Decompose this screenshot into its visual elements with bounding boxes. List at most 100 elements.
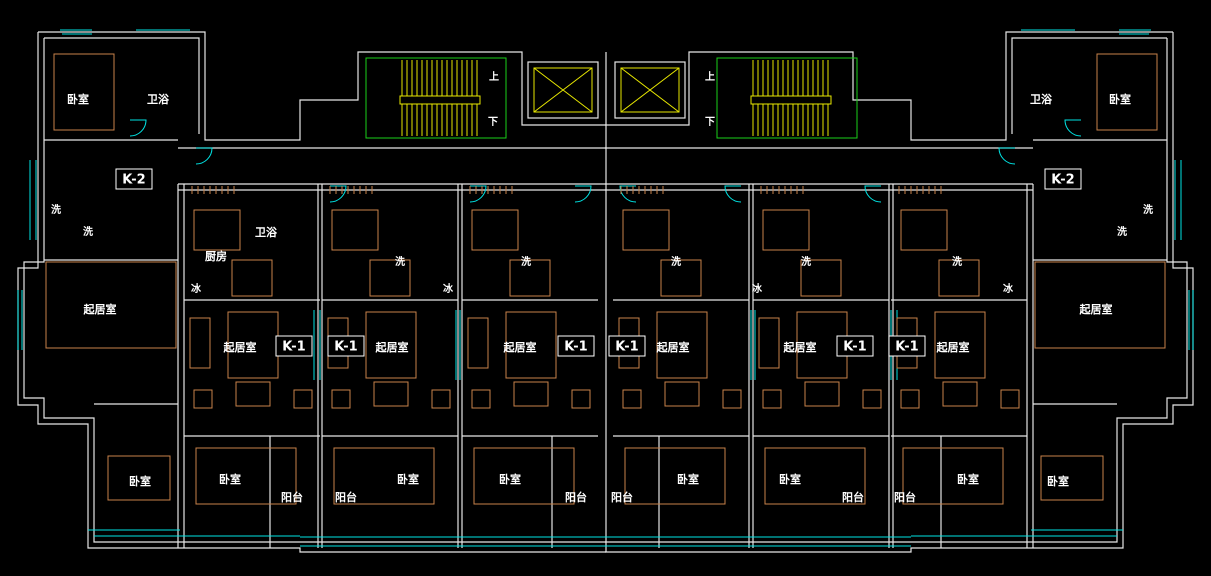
kitchen-counter: [762, 209, 810, 251]
side-table: [331, 389, 351, 409]
room-label: 阳台: [842, 490, 864, 504]
room-label: 起居室: [1079, 302, 1113, 316]
room-label: 阳台: [281, 490, 303, 504]
stair-well: [365, 57, 507, 139]
bed: [1040, 455, 1104, 501]
elevator-cab: [620, 67, 680, 113]
fixture-label: 洗: [952, 255, 962, 268]
fixture-label: 冰: [1003, 282, 1014, 295]
bed: [53, 53, 115, 131]
room-label: 卧室: [957, 472, 979, 486]
stair-label: 上: [705, 70, 715, 83]
unit-tag: K-1: [895, 340, 918, 355]
bed: [333, 447, 435, 505]
room-label: 卧室: [1109, 92, 1131, 106]
washer: [660, 259, 702, 297]
kitchen-counter: [471, 209, 519, 251]
inner-wall: [44, 37, 200, 134]
side-table: [622, 389, 642, 409]
room-label: 卫浴: [147, 92, 170, 106]
room-label: 起居室: [656, 340, 690, 354]
armchair: [235, 381, 271, 407]
door-swing: [129, 119, 147, 137]
furniture-layer: [45, 53, 1166, 505]
outer-wall: [17, 32, 606, 553]
bed: [902, 447, 1004, 505]
room-label: 卧室: [129, 474, 151, 488]
fixture-label: 洗: [51, 203, 61, 216]
room-label: 卧室: [779, 472, 801, 486]
sofa: [758, 317, 780, 369]
room-label: 阳台: [894, 490, 916, 504]
unit-tag-box: [275, 335, 313, 357]
washer: [369, 259, 411, 297]
fixture-label: 洗: [671, 255, 681, 268]
unit-tag-box: [115, 168, 153, 190]
inner-wall: [605, 38, 1188, 543]
room-label: 起居室: [375, 340, 409, 354]
unit-tag-box: [1044, 168, 1082, 190]
armchair: [942, 381, 978, 407]
unit-tag-box: [327, 335, 365, 357]
outer-wall: [605, 31, 1173, 141]
room-label: 起居室: [223, 340, 257, 354]
fixture-label: 洗: [83, 225, 93, 238]
stair-label: 下: [705, 116, 715, 128]
fixture-label: 冰: [443, 282, 454, 295]
fixture-label: 洗: [1143, 203, 1153, 216]
room-label: 卧室: [1047, 474, 1069, 488]
bed: [473, 447, 575, 505]
stair-landing: [750, 95, 832, 105]
armchair: [664, 381, 700, 407]
windows-layer: [17, 29, 1194, 547]
stair-landing: [399, 95, 481, 105]
side-table: [722, 389, 742, 409]
labels-layer: 卧室卫浴卫浴卧室卫浴厨房起居室起居室起居室起居室起居室起居室起居室起居室卧室卧室…: [51, 70, 1153, 504]
elevator-shaft: [614, 61, 686, 119]
door-swing: [998, 147, 1016, 165]
door-swing: [724, 185, 742, 203]
room-label: 卫浴: [255, 225, 278, 239]
sofa: [505, 311, 557, 379]
side-table: [862, 389, 882, 409]
sofa: [934, 311, 986, 379]
side-table: [571, 389, 591, 409]
bed: [624, 447, 726, 505]
unit-tag: K-1: [843, 340, 866, 355]
side-table: [1000, 389, 1020, 409]
stair-label: 上: [489, 70, 499, 83]
stair-well: [716, 57, 858, 139]
unit-tag: K-1: [564, 340, 587, 355]
stair-label: 下: [488, 116, 498, 128]
unit-tag-box: [557, 335, 595, 357]
kitchen-counter: [331, 209, 379, 251]
room-label: 卧室: [677, 472, 699, 486]
side-table: [293, 389, 313, 409]
unit-tag: K-2: [122, 173, 145, 188]
kitchen-counter: [622, 209, 670, 251]
side-table: [193, 389, 213, 409]
unit-tag: K-2: [1051, 173, 1074, 188]
room-label: 卧室: [397, 472, 419, 486]
sofa: [656, 311, 708, 379]
bed: [195, 447, 297, 505]
unit-tag: K-1: [282, 340, 305, 355]
sofa: [45, 261, 177, 349]
bed: [107, 455, 171, 501]
elevator-cross: [533, 67, 593, 113]
fixture-label: 冰: [752, 282, 763, 295]
room-label: 起居室: [503, 340, 537, 354]
kitchen-counter: [900, 209, 948, 251]
room-label: 卫浴: [1030, 92, 1053, 106]
sofa: [1034, 261, 1166, 349]
room-label: 卧室: [67, 92, 89, 106]
unit-tag-box: [888, 335, 926, 357]
door-swing: [195, 147, 213, 165]
bed: [764, 447, 866, 505]
door-swing: [619, 185, 637, 203]
sofa: [365, 311, 417, 379]
room-label: 阳台: [611, 490, 633, 504]
outer-wall: [605, 32, 1194, 553]
door-swing: [1064, 119, 1082, 137]
